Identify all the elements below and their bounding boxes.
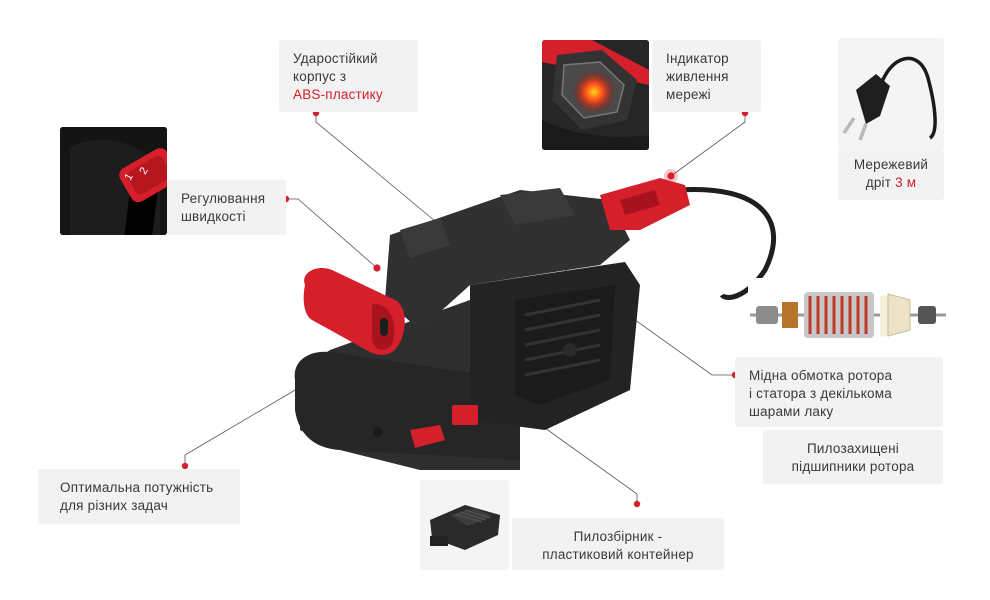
- indicator-thumbnail: [542, 40, 649, 150]
- speed-dial-thumbnail: 1 2: [60, 127, 167, 235]
- cord-callout: Мережевий дріт 3 м: [838, 150, 944, 200]
- bearings-line1: Пилозахищені: [807, 441, 899, 456]
- winding-line3: шарами лаку: [749, 404, 834, 419]
- plug-thumbnail: [838, 38, 944, 150]
- indicator-line3: мережі: [666, 87, 711, 102]
- dustbin-line2: пластиковий контейнер: [542, 547, 694, 562]
- rotor-thumbnail: [748, 278, 948, 350]
- indicator-callout: Індикатор живлення мережі: [652, 40, 761, 112]
- power-line2: для різних задач: [60, 498, 169, 513]
- speed-line2: швидкості: [181, 209, 246, 224]
- bearings-callout: Пилозахищені підшипники ротора: [763, 430, 943, 484]
- cord-length: 3 м: [895, 175, 917, 190]
- dust-container-thumbnail: [420, 480, 509, 570]
- housing-line2: корпус з: [293, 69, 347, 84]
- power-line1: Оптимальна потужність: [60, 480, 214, 495]
- power-callout: Оптимальна потужність для різних задач: [38, 469, 240, 524]
- bearings-line2: підшипники ротора: [791, 459, 915, 474]
- cord-line2-prefix: дріт: [865, 175, 892, 190]
- dustbin-callout: Пилозбірник - пластиковий контейнер: [512, 518, 724, 570]
- housing-callout: Ударостійкий корпус з ABS-пластику: [279, 40, 418, 112]
- indicator-line2: живлення: [666, 69, 729, 84]
- speed-line1: Регулювання: [181, 191, 266, 206]
- indicator-line1: Індикатор: [666, 51, 729, 66]
- winding-callout: Мідна обмотка ротора і статора з декільк…: [735, 357, 943, 427]
- cord-line2: дріт 3 м: [852, 174, 930, 192]
- speed-callout: Регулювання швидкості: [167, 180, 286, 235]
- dustbin-line1: Пилозбірник -: [573, 529, 663, 544]
- cord-line1: Мережевий: [853, 157, 929, 172]
- housing-highlight: ABS-пластику: [293, 87, 383, 102]
- winding-line2: і статора з декількома: [749, 386, 892, 401]
- housing-line1: Ударостійкий: [293, 51, 378, 66]
- winding-line1: Мідна обмотка ротора: [749, 368, 893, 383]
